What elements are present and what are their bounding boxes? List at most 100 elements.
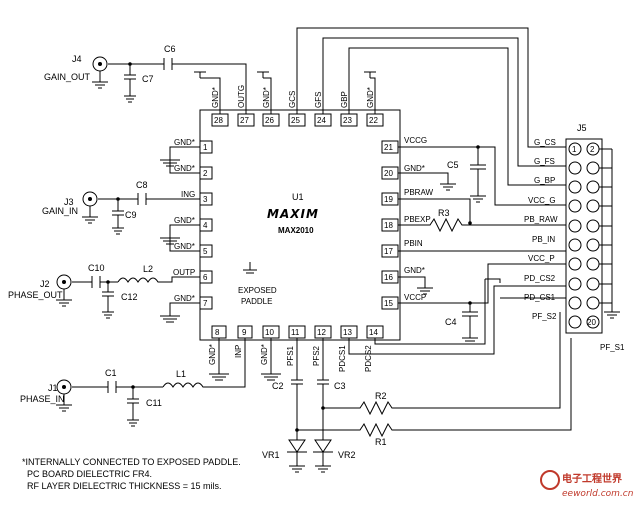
label-c12: C12 bbox=[121, 292, 138, 302]
wiring bbox=[72, 27, 572, 473]
j5-label-2: G_FS bbox=[534, 157, 555, 166]
svg-text:VCCP: VCCP bbox=[404, 293, 426, 302]
svg-text:GAIN_IN: GAIN_IN bbox=[42, 206, 78, 216]
j5-pin1-num: 1 bbox=[572, 145, 577, 154]
pin-name: GND* bbox=[174, 294, 195, 303]
watermark-site-url: eeworld.com.cn bbox=[562, 489, 634, 499]
connector-j5: J5 G_CS G_FS G_BP VCC_G PB_RAW PB_IN VCC… bbox=[524, 123, 625, 352]
svg-text:GFS: GFS bbox=[314, 92, 323, 108]
label-c10: C10 bbox=[88, 263, 105, 273]
label-c3: C3 bbox=[334, 381, 346, 391]
svg-text:J2: J2 bbox=[40, 279, 50, 289]
label-r2: R2 bbox=[375, 391, 387, 401]
svg-text:GCS: GCS bbox=[288, 91, 297, 108]
svg-text:20: 20 bbox=[384, 169, 393, 178]
svg-text:GND*: GND* bbox=[208, 344, 217, 365]
chip-u1: U1 MAXIM MAX2010 EXPOSED PADDLE bbox=[199, 109, 401, 341]
svg-text:INP: INP bbox=[234, 345, 243, 358]
svg-text:13: 13 bbox=[343, 328, 352, 337]
svg-text:PFS1: PFS1 bbox=[286, 345, 295, 366]
svg-text:GND*: GND* bbox=[262, 87, 271, 108]
pin-num: 3 bbox=[203, 195, 208, 204]
pin-num: 5 bbox=[203, 247, 208, 256]
paddle-ground-icon bbox=[243, 262, 257, 274]
label-c5: C5 bbox=[447, 160, 459, 170]
pin-name: GND* bbox=[174, 242, 195, 251]
svg-text:PBRAW: PBRAW bbox=[404, 188, 433, 197]
svg-text:PHASE_OUT: PHASE_OUT bbox=[8, 290, 63, 300]
label-l2: L2 bbox=[143, 264, 153, 274]
pin-num: 2 bbox=[203, 169, 208, 178]
svg-text:10: 10 bbox=[265, 328, 274, 337]
svg-text:J3: J3 bbox=[64, 197, 74, 207]
j5-label-3: G_BP bbox=[534, 176, 555, 185]
svg-text:PDCS1: PDCS1 bbox=[338, 345, 347, 372]
paddle-label-2: PADDLE bbox=[241, 297, 272, 306]
svg-text:OUTG: OUTG bbox=[237, 85, 246, 108]
svg-text:22: 22 bbox=[369, 116, 378, 125]
svg-text:GND*: GND* bbox=[404, 164, 425, 173]
svg-text:11: 11 bbox=[291, 328, 300, 337]
pin-num: 6 bbox=[203, 273, 208, 282]
pin-2: 2 GND* bbox=[174, 164, 213, 180]
pin-5: 5 GND* bbox=[174, 242, 213, 258]
j5-label-1: G_CS bbox=[534, 138, 556, 147]
label-r3: R3 bbox=[438, 208, 450, 218]
svg-text:16: 16 bbox=[384, 273, 393, 282]
label-vr1: VR1 bbox=[262, 450, 280, 460]
svg-text:21: 21 bbox=[384, 143, 393, 152]
svg-text:PBIN: PBIN bbox=[404, 239, 423, 248]
label-c1: C1 bbox=[105, 368, 117, 378]
label-c11: C11 bbox=[146, 398, 162, 408]
svg-text:26: 26 bbox=[265, 116, 274, 125]
label-r1: R1 bbox=[375, 437, 387, 447]
label-c7: C7 bbox=[142, 74, 154, 84]
svg-text:GBP: GBP bbox=[340, 91, 349, 108]
svg-text:25: 25 bbox=[291, 116, 300, 125]
chip-part-number: MAX2010 bbox=[278, 226, 314, 235]
svg-text:24: 24 bbox=[317, 116, 326, 125]
svg-text:GND*: GND* bbox=[404, 266, 425, 275]
note-3: RF LAYER DIELECTRIC THICKNESS = 15 mils. bbox=[27, 481, 221, 491]
j5-label-10: PF_S2 bbox=[532, 312, 557, 321]
j5-ref: J5 bbox=[577, 123, 587, 133]
component-labels: C6 C7 C8 C9 C10 C12 L2 C1 C11 L1 C2 C3 R… bbox=[88, 44, 459, 460]
paddle-label-1: EXPOSED bbox=[238, 286, 277, 295]
svg-text:18: 18 bbox=[384, 221, 393, 230]
chip-ref: U1 bbox=[292, 192, 304, 202]
label-c6: C6 bbox=[164, 44, 176, 54]
svg-text:23: 23 bbox=[343, 116, 352, 125]
notes: *INTERNALLY CONNECTED TO EXPOSED PADDLE.… bbox=[22, 457, 241, 491]
svg-text:GAIN_OUT: GAIN_OUT bbox=[44, 72, 91, 82]
j1-phase-in-connector: J1 PHASE_IN bbox=[20, 379, 72, 412]
chip-brand-logo: MAXIM bbox=[267, 207, 319, 221]
j5-label-8: PD_CS2 bbox=[524, 274, 556, 283]
pin-num: 1 bbox=[203, 143, 208, 152]
note-1: *INTERNALLY CONNECTED TO EXPOSED PADDLE. bbox=[22, 457, 241, 467]
svg-text:28: 28 bbox=[214, 116, 223, 125]
svg-text:14: 14 bbox=[369, 328, 378, 337]
j3-gain-in-connector: J3 GAIN_IN bbox=[42, 191, 98, 224]
pin-name: GND* bbox=[174, 164, 195, 173]
j5-label-7: VCC_P bbox=[528, 254, 555, 263]
pin-16: 16 GND* bbox=[381, 266, 425, 284]
svg-text:PBEXP: PBEXP bbox=[404, 215, 431, 224]
j5-label-4: VCC_G bbox=[528, 196, 556, 205]
label-c4: C4 bbox=[445, 317, 457, 327]
svg-text:PHASE_IN: PHASE_IN bbox=[20, 394, 65, 404]
svg-text:J1: J1 bbox=[48, 383, 58, 393]
